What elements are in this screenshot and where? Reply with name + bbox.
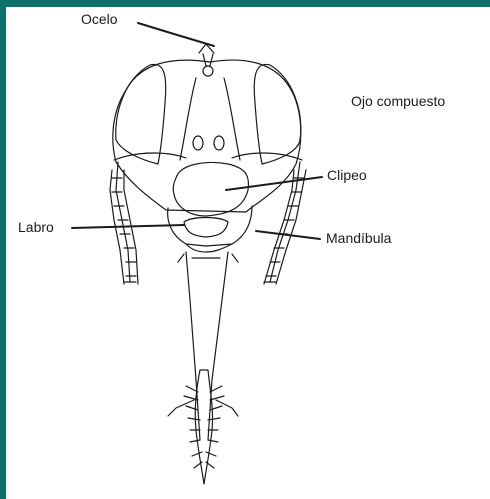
left-mandible xyxy=(168,208,206,246)
right-compound-eye xyxy=(254,64,300,164)
labrum xyxy=(184,218,228,238)
labro-leader xyxy=(72,225,184,228)
clipeo-label: Clipeo xyxy=(327,167,367,183)
left-compound-eye xyxy=(116,64,166,164)
right-antennal-socket xyxy=(214,136,224,150)
proboscis xyxy=(186,252,228,440)
head-capsule xyxy=(113,60,301,212)
glossa xyxy=(195,370,212,484)
ocellus xyxy=(203,66,213,76)
labro-label: Labro xyxy=(18,219,54,235)
clipeo-leader xyxy=(226,177,322,190)
mandibula-leader xyxy=(256,231,320,239)
ojo-compuesto-label: Ojo compuesto xyxy=(351,93,445,109)
left-antenna xyxy=(116,162,130,282)
mandibula-label: Mandíbula xyxy=(326,230,391,246)
ocelo-label: Ocelo xyxy=(81,11,118,27)
left-antennal-socket xyxy=(193,136,203,150)
ocelo-leader xyxy=(138,23,214,46)
